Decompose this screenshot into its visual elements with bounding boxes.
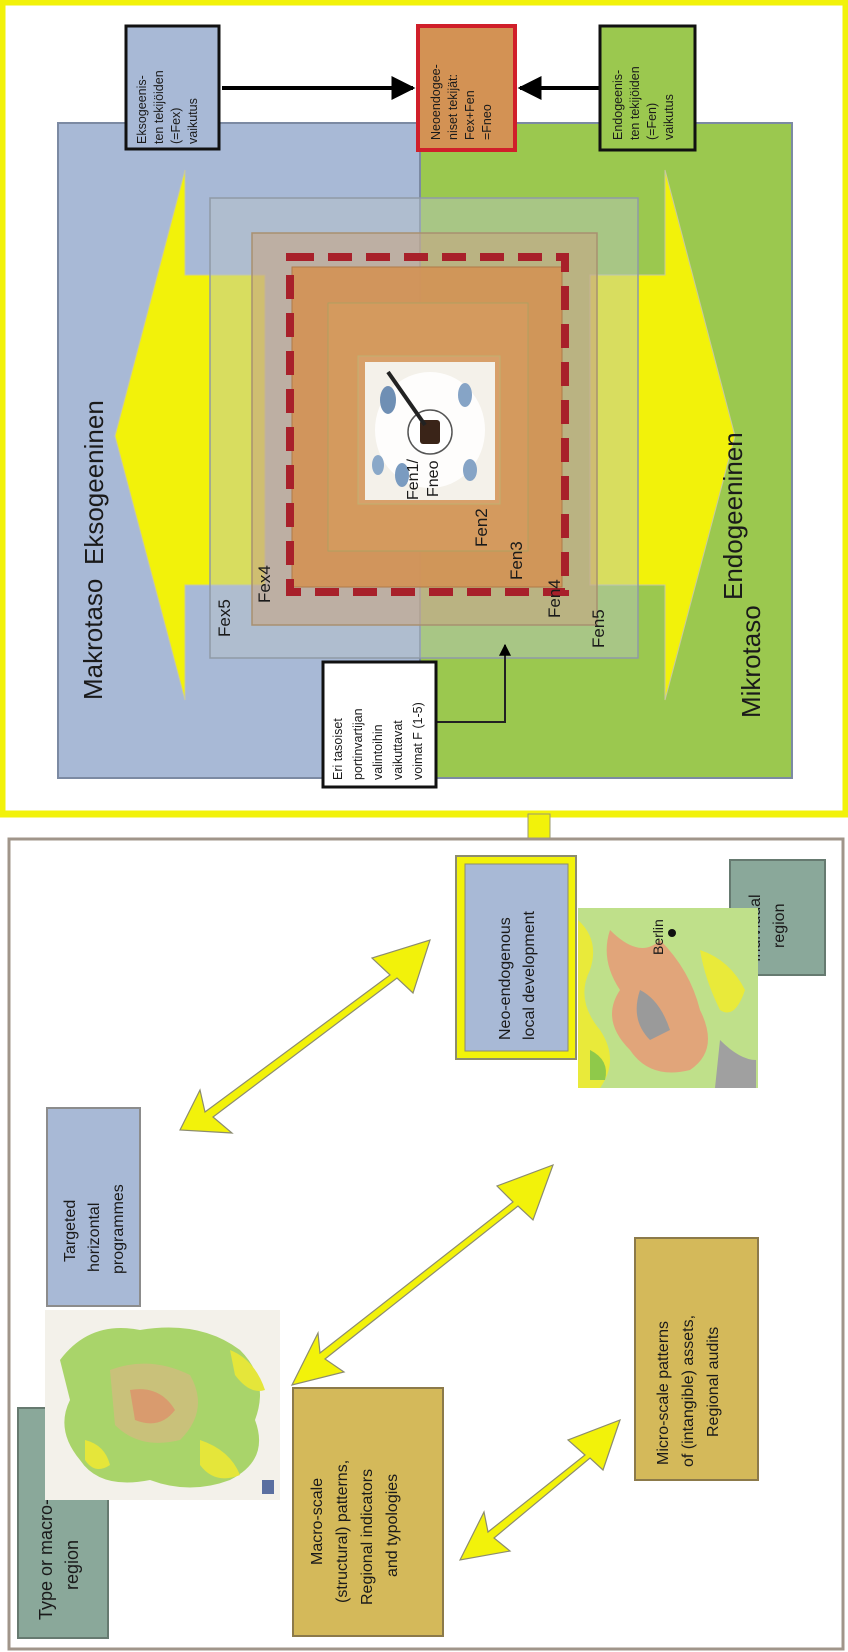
double-arrow-targeted	[179, 939, 431, 1134]
box-exogenous	[124, 24, 221, 151]
double-arrow-macro	[290, 1163, 555, 1386]
berlin-label: Berlin	[650, 919, 666, 955]
ring-label-fen2: Fen2	[472, 508, 491, 547]
box-exogenous-text: Eksogeenis- ten tekijöiden (=Fex) vaikut…	[135, 67, 200, 144]
macro-scale-text: Macro-scale (structural) patterns, Regio…	[309, 1455, 401, 1605]
micro-scale-text: Micro-scale patterns of (intangible) ass…	[655, 1310, 722, 1467]
double-arrow-micro	[458, 1418, 621, 1561]
macro-label: Makrotaso	[78, 579, 108, 700]
europe-map	[45, 1310, 280, 1500]
type-macro-region-text: Type or macro- region	[36, 1494, 82, 1620]
targeted-text: Targeted horizontal programmes	[62, 1184, 127, 1274]
ring-label-fen5: Fen5	[589, 609, 608, 648]
box-neo-endogenous	[464, 863, 569, 1052]
endogenous-label: Endogeeninen	[718, 432, 748, 600]
box-neo-text: Neoendogee- niset tekijät: Fex+Fen =Fneo	[429, 61, 494, 140]
exogenous-label: Eksogeeninen	[79, 400, 109, 565]
box-macro-scale	[292, 1387, 444, 1637]
ring-label-center-1: Fen1/	[405, 459, 422, 500]
ring-label-fex4: Fex4	[255, 565, 274, 603]
ring-label-center-2: Fneo	[425, 460, 442, 497]
box-endogenous-text: Endogeenis- ten tekijöiden (=Fen) vaikut…	[611, 63, 676, 140]
neo-endogenous-text: Neo-endogenous local development	[497, 910, 538, 1040]
box-gatekeeper	[321, 660, 438, 789]
arrow-gatekeeper	[435, 643, 511, 723]
endogenous-arrow	[589, 169, 736, 701]
box-endogenous	[598, 24, 697, 152]
berlin-region-map: Berlin	[578, 908, 758, 1088]
exogenous-arrow	[114, 169, 266, 701]
gatekeeper-boundary	[286, 253, 569, 596]
ring-label-fen4: Fen4	[545, 579, 564, 618]
box-neo	[416, 24, 517, 152]
box-micro-scale	[634, 1237, 759, 1481]
box-targeted	[46, 1107, 141, 1307]
gatekeeper-photo	[365, 362, 495, 500]
box-gatekeeper-text: Eri tasoiset portinvartijan valintoihin …	[331, 702, 425, 780]
micro-label: Mikrotaso	[736, 605, 766, 718]
ring-label-fex5: Fex5	[215, 599, 234, 637]
ring-label-fen3: Fen3	[507, 541, 526, 580]
